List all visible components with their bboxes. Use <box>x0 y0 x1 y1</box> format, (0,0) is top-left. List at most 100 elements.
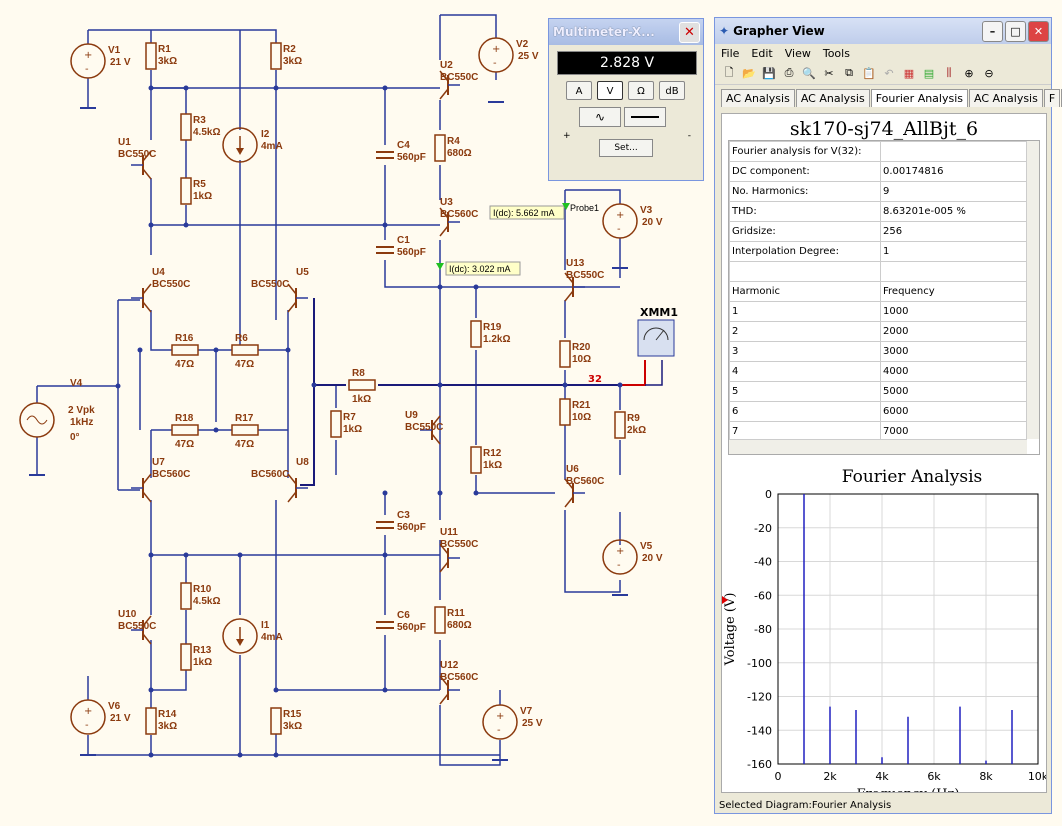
print-preview-icon[interactable]: 🔍 <box>802 66 816 80</box>
voltmeter-button[interactable]: V <box>597 81 623 100</box>
undo-icon[interactable]: ↶ <box>884 66 894 80</box>
grapher-window[interactable]: ✦ Grapher View – □ ✕ File Edit View Tool… <box>714 17 1062 814</box>
tab-ac-analysis-2[interactable]: AC Analysis <box>795 89 870 107</box>
print-icon[interactable]: ⎙ <box>784 66 794 79</box>
new-icon[interactable]: 🗋 <box>724 65 734 79</box>
minimize-icon[interactable]: – <box>982 20 1003 42</box>
menu-view[interactable]: View <box>784 46 811 60</box>
decibel-button[interactable]: dB <box>659 81 685 100</box>
close-icon[interactable]: ✕ <box>679 21 700 43</box>
table-row[interactable]: Interpolation Degree:1 <box>729 241 1027 262</box>
zoom-out-icon[interactable]: ⊖ <box>984 66 994 80</box>
maximize-icon[interactable]: □ <box>1005 20 1026 42</box>
tab-more[interactable]: F <box>1043 89 1061 107</box>
menu-file[interactable]: File <box>721 46 740 60</box>
table-row[interactable]: Fourier analysis for V(32): <box>729 141 1027 162</box>
vertical-scrollbar[interactable] <box>1026 141 1039 439</box>
paste-icon[interactable]: 📋 <box>862 66 876 80</box>
resistor-r3[interactable]: R34.5kΩ <box>180 113 220 141</box>
dc-mode-button[interactable] <box>624 107 666 127</box>
grid-icon[interactable]: ▦ <box>903 66 915 80</box>
tab-ac-analysis-3[interactable]: AC Analysis <box>969 89 1043 107</box>
results-table[interactable]: Fourier analysis for V(32):DC component:… <box>728 140 1040 455</box>
cut-icon[interactable]: ✂ <box>824 66 834 80</box>
tab-fourier-analysis[interactable]: Fourier Analysis <box>870 89 969 107</box>
probe2-icon[interactable] <box>436 263 444 270</box>
fourier-chart[interactable]: Fourier Analysis0-20-40-60-80-100-120-14… <box>722 464 1046 792</box>
multimeter-symbol[interactable] <box>637 319 675 357</box>
set-button[interactable]: Set... <box>599 139 653 157</box>
horizontal-scrollbar[interactable] <box>729 439 1027 454</box>
close-icon[interactable]: ✕ <box>1028 20 1049 42</box>
table-row[interactable] <box>729 261 1027 282</box>
table-row[interactable]: THD:8.63201e-005 % <box>729 201 1027 222</box>
multimeter-titlebar[interactable]: Multimeter-X... ✕ <box>549 19 703 45</box>
open-icon[interactable]: 📂 <box>742 66 756 80</box>
cursors-icon[interactable]: ⫼ <box>946 66 952 79</box>
menu-edit[interactable]: Edit <box>751 46 773 60</box>
menu-tools[interactable]: Tools <box>822 46 850 60</box>
probe1-icon[interactable] <box>562 203 570 210</box>
grapher-titlebar[interactable]: ✦ Grapher View – □ ✕ <box>715 18 1051 44</box>
table-row[interactable]: No. Harmonics:9 <box>729 181 1027 202</box>
cursor-marker-icon[interactable] <box>722 596 728 604</box>
ohmmeter-button[interactable]: Ω <box>628 81 654 100</box>
save-icon[interactable]: 💾 <box>762 66 776 80</box>
legend-icon[interactable]: ▤ <box>923 66 935 80</box>
tab-ac-analysis-1[interactable]: AC Analysis <box>721 89 795 107</box>
diagram-page[interactable]: sk170-sj74_AllBjt_6 Fourier analysis for… <box>721 113 1047 793</box>
ammeter-button[interactable]: A <box>566 81 592 100</box>
table-row[interactable]: DC component:0.00174816 <box>729 161 1027 182</box>
copy-icon[interactable]: ⧉ <box>845 66 853 79</box>
table-row[interactable]: Gridsize:256 <box>729 221 1027 242</box>
